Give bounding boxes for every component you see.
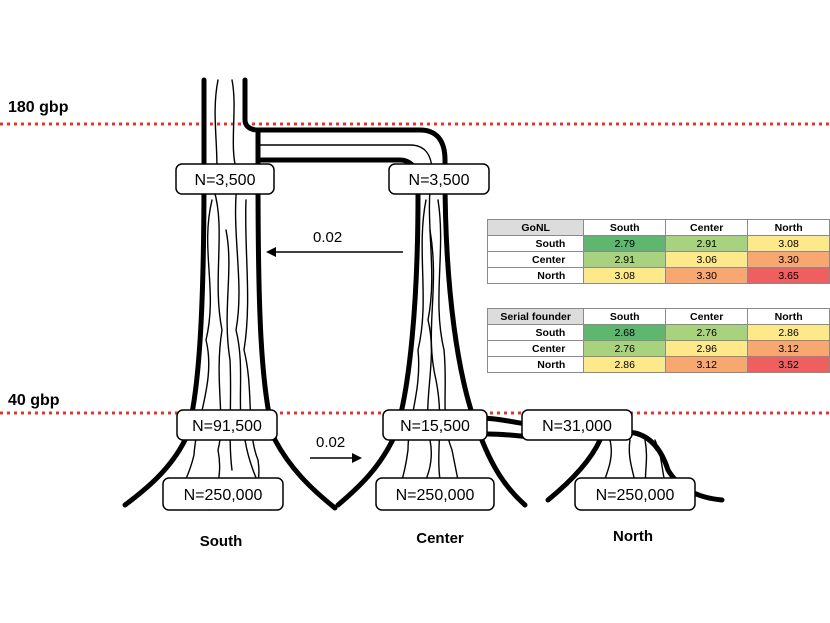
matrix-cell: 2.91 <box>583 251 667 268</box>
generation-label-40: 40 gbp <box>8 392 60 409</box>
size-box-center-mid: N=15,500 <box>382 409 488 441</box>
migration-arrow-upper <box>266 247 403 257</box>
column-header: Center <box>665 219 749 236</box>
table-row: North 2.86 3.12 3.52 <box>486 356 830 373</box>
table-row: South 2.68 2.76 2.86 <box>486 324 830 341</box>
matrix-cell: 2.91 <box>665 235 749 252</box>
svg-text:N=250,000: N=250,000 <box>596 487 675 504</box>
table-title: GoNL <box>486 219 585 236</box>
table-row: Center 2.76 2.96 3.12 <box>486 340 830 357</box>
matrix-cell: 3.12 <box>747 340 830 357</box>
matrix-cell: 2.96 <box>665 340 749 357</box>
size-box-center-top: N=3,500 <box>388 163 490 195</box>
svg-text:N=3,500: N=3,500 <box>195 172 256 189</box>
row-header: South <box>486 324 585 341</box>
svg-text:N=250,000: N=250,000 <box>396 487 475 504</box>
column-header: South <box>583 308 667 325</box>
size-box-south-bottom: N=250,000 <box>162 477 284 511</box>
column-header: North <box>747 219 830 236</box>
size-box-north-mid: N=31,000 <box>521 409 633 441</box>
matrix-cell: 3.52 <box>747 356 830 373</box>
population-label-south: South <box>200 533 243 550</box>
svg-text:N=31,000: N=31,000 <box>542 418 612 435</box>
size-box-center-bottom: N=250,000 <box>375 477 495 511</box>
migration-arrow-lower <box>310 453 362 463</box>
table-row: North 3.08 3.30 3.65 <box>486 267 830 284</box>
column-header: Center <box>665 308 749 325</box>
generation-label-180: 180 gbp <box>8 99 69 116</box>
serial-founder-matrix-table: Serial founder South Center North South … <box>486 308 830 373</box>
matrix-cell: 3.30 <box>665 267 749 284</box>
column-header: South <box>583 219 667 236</box>
population-label-north: North <box>613 528 653 545</box>
matrix-cell: 2.86 <box>583 356 667 373</box>
migration-rate-lower: 0.02 <box>316 434 345 451</box>
migration-rate-upper: 0.02 <box>313 229 342 246</box>
table-row: South 2.79 2.91 3.08 <box>486 235 830 252</box>
matrix-cell: 2.76 <box>583 340 667 357</box>
row-header: Center <box>486 340 585 357</box>
matrix-cell: 3.65 <box>747 267 830 284</box>
size-box-south-top: N=3,500 <box>175 163 275 195</box>
matrix-cell: 3.06 <box>665 251 749 268</box>
population-label-center: Center <box>416 530 464 547</box>
table-title: Serial founder <box>486 308 585 325</box>
svg-text:N=3,500: N=3,500 <box>409 172 470 189</box>
table-header-row: GoNL South Center North <box>486 219 830 236</box>
row-header: Center <box>486 251 585 268</box>
svg-text:N=250,000: N=250,000 <box>184 487 263 504</box>
table-header-row: Serial founder South Center North <box>486 308 830 325</box>
matrix-cell: 2.68 <box>583 324 667 341</box>
matrix-cell: 2.79 <box>583 235 667 252</box>
svg-text:N=91,500: N=91,500 <box>192 418 262 435</box>
svg-text:N=15,500: N=15,500 <box>400 418 470 435</box>
gonl-matrix-table: GoNL South Center North South 2.79 2.91 … <box>486 219 830 284</box>
matrix-cell: 3.08 <box>583 267 667 284</box>
matrix-cell: 3.30 <box>747 251 830 268</box>
matrix-cell: 3.08 <box>747 235 830 252</box>
matrix-cell: 2.86 <box>747 324 830 341</box>
size-box-south-mid: N=91,500 <box>176 409 278 441</box>
row-header: North <box>486 267 585 284</box>
matrix-cell: 2.76 <box>665 324 749 341</box>
column-header: North <box>747 308 830 325</box>
row-header: South <box>486 235 585 252</box>
matrix-cell: 3.12 <box>665 356 749 373</box>
row-header: North <box>486 356 585 373</box>
size-box-north-bottom: N=250,000 <box>574 477 696 511</box>
table-row: Center 2.91 3.06 3.30 <box>486 251 830 268</box>
